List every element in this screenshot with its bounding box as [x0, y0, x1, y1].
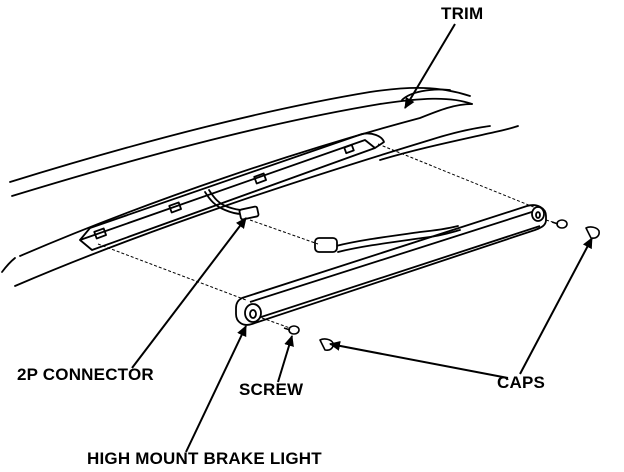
arrow-trim	[404, 23, 456, 109]
roof-edge-second	[11, 97, 473, 197]
screw-label: SCREW	[239, 380, 304, 399]
screw-left	[288, 325, 300, 335]
bracket-clip-2	[168, 201, 182, 214]
housing-end-right	[531, 206, 545, 222]
arrow-caps-left	[329, 340, 509, 379]
harness-wire	[204, 191, 243, 215]
mounting-bracket	[79, 132, 385, 251]
arrow-brake-light	[185, 325, 247, 453]
arrow-screw	[277, 335, 294, 383]
trim-bottom-edge	[14, 125, 491, 287]
roof-lower-curve	[379, 125, 519, 161]
bracket-clip-1	[93, 227, 107, 240]
roof-edge-top	[9, 87, 471, 183]
arrow-connector	[131, 217, 247, 369]
brake-light-housing	[235, 204, 547, 326]
trim-hood	[401, 88, 451, 101]
connector-label: 2P CONNECTOR	[17, 365, 154, 384]
roof-left-edge	[1, 257, 16, 273]
light-harness	[314, 225, 461, 253]
connector-2p	[238, 205, 260, 221]
roof-trim-panel	[1, 87, 519, 287]
brake-light-label: HIGH MOUNT BRAKE LIGHT	[87, 449, 322, 468]
trim-top-edge	[19, 103, 473, 257]
housing-end-left	[244, 303, 262, 323]
leader-arrows	[131, 23, 593, 453]
bracket-clip-4	[343, 143, 355, 155]
trim-label: TRIM	[441, 4, 484, 23]
cap-right	[585, 226, 600, 239]
projection-lines	[97, 143, 557, 329]
bracket-clip-3	[253, 172, 267, 185]
light-plug	[314, 237, 338, 253]
harness-connector	[204, 189, 260, 221]
arrow-caps-right	[519, 237, 593, 375]
screw-right	[556, 219, 568, 229]
caps-label: CAPS	[497, 373, 546, 392]
